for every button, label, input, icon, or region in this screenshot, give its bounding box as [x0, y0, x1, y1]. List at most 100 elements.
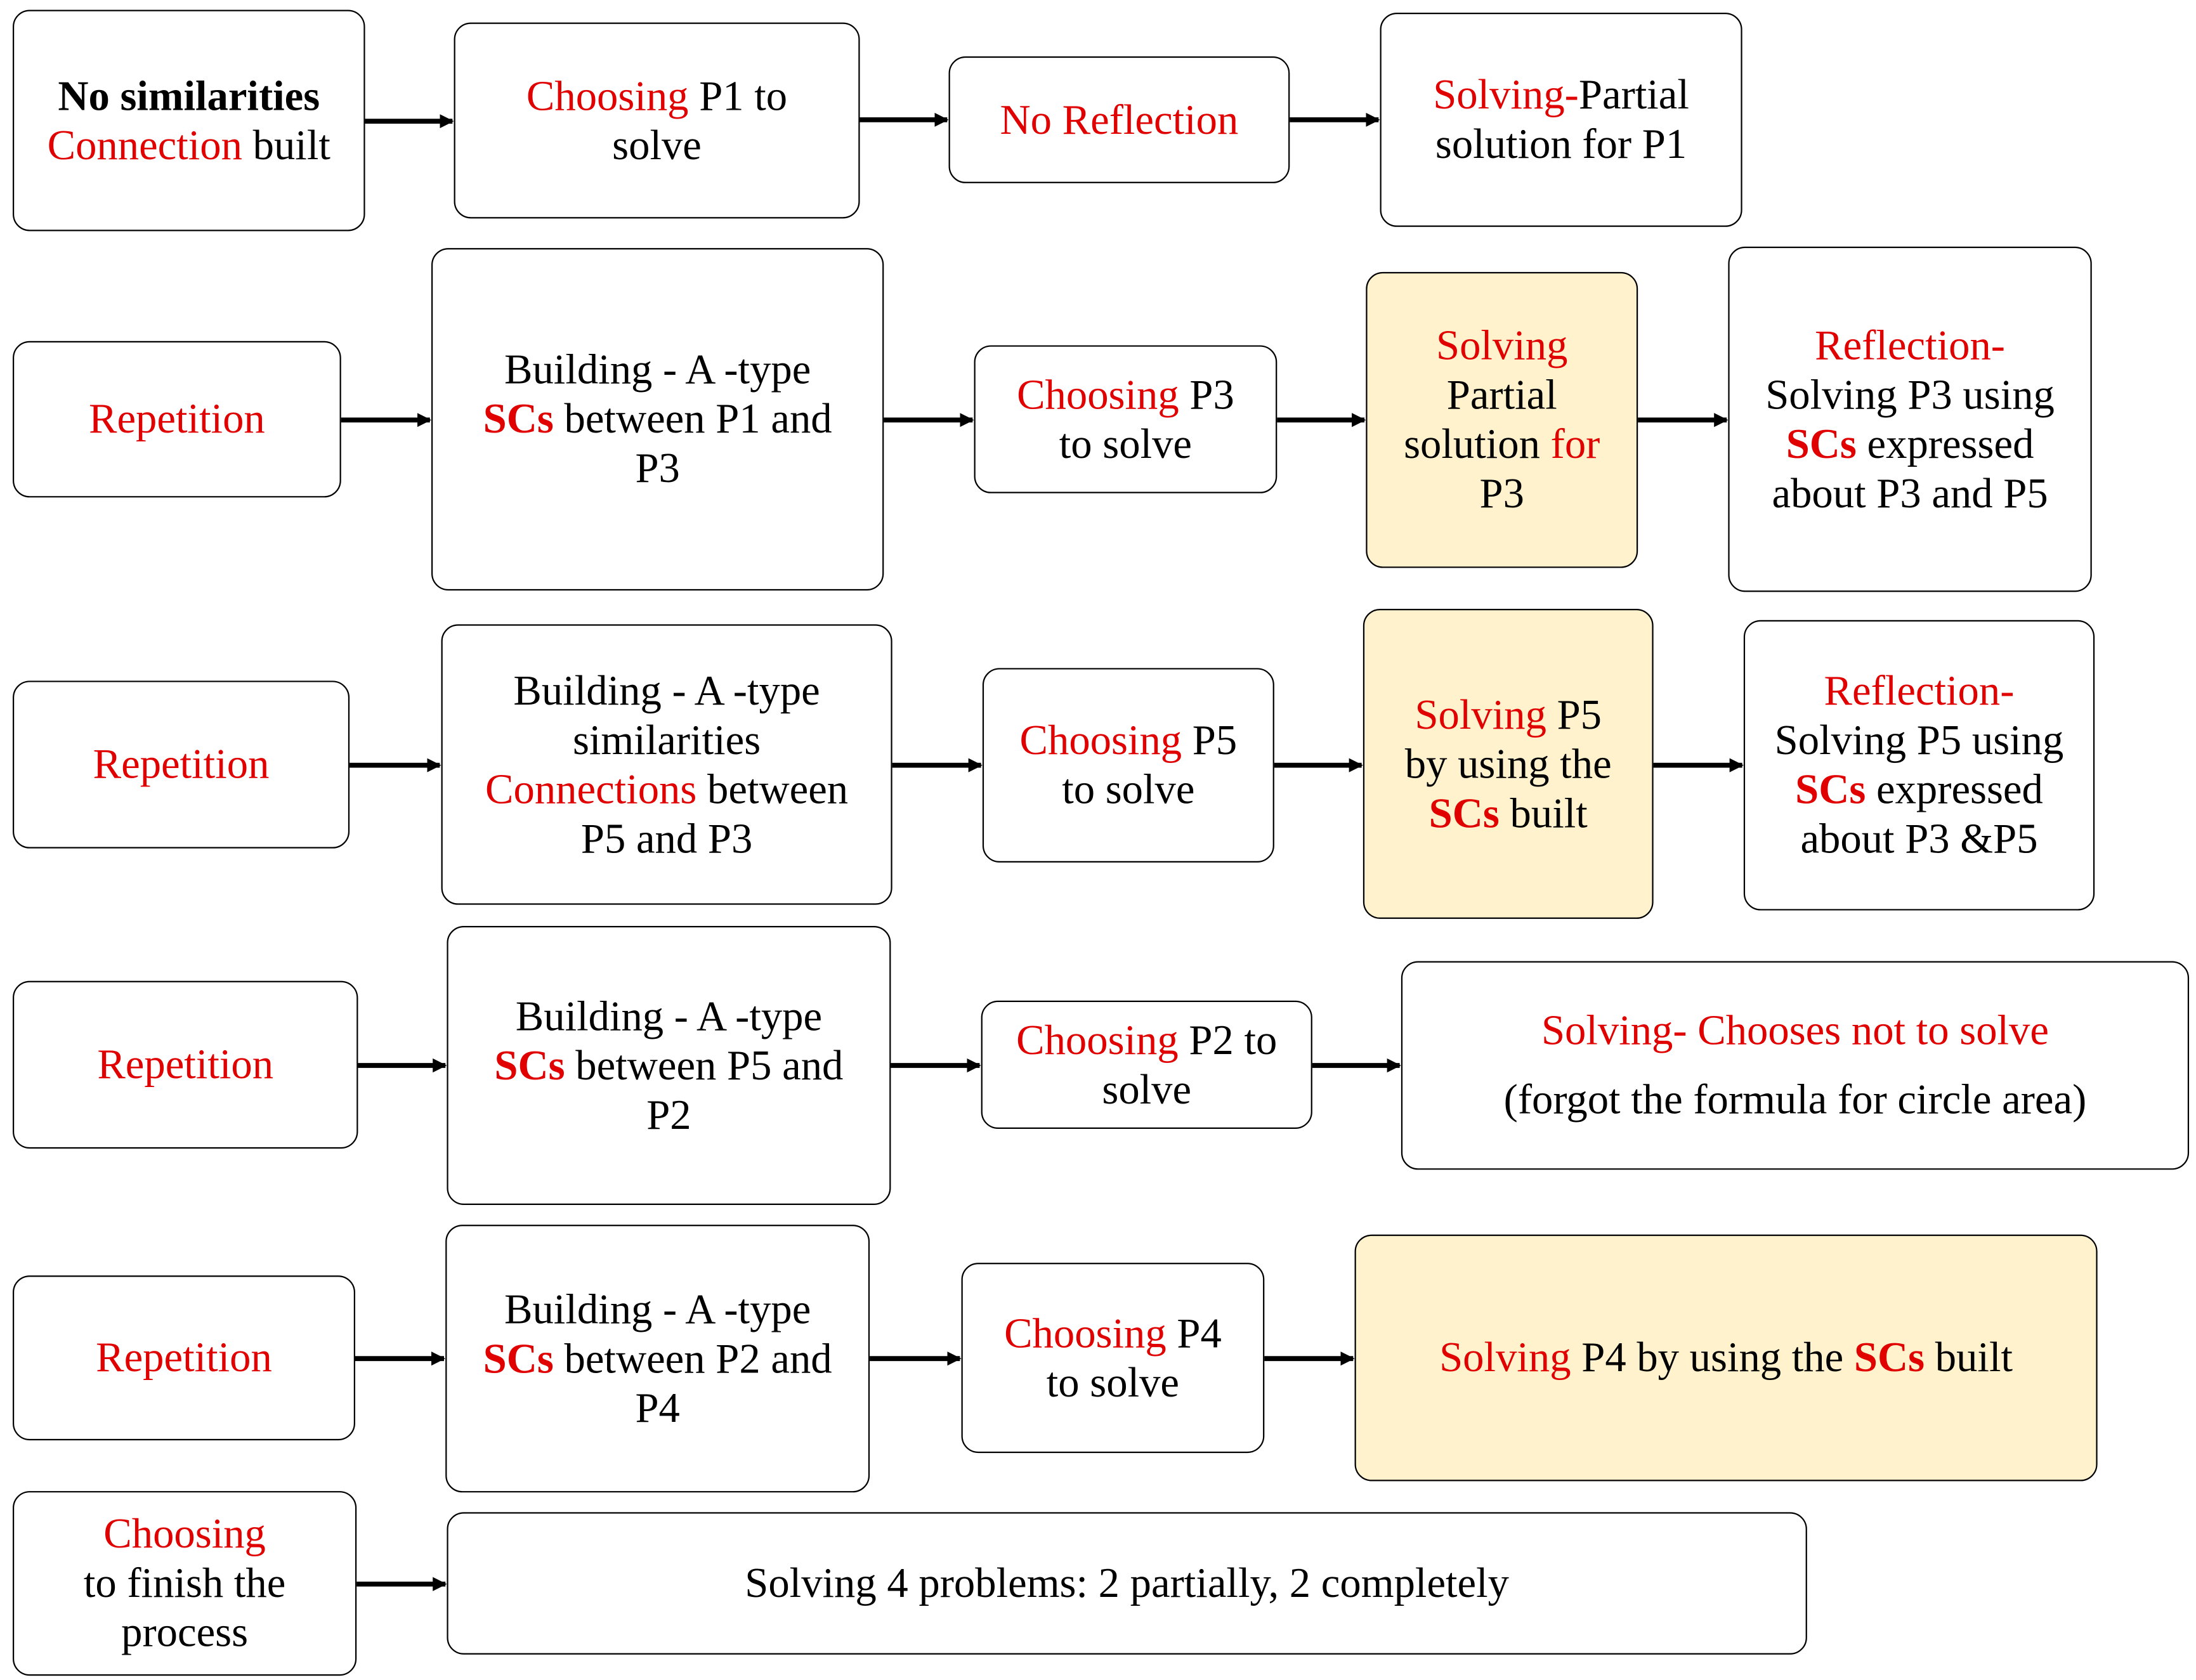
text-segment: SCs	[1428, 790, 1500, 837]
node-line: Solving-Partial	[1433, 70, 1689, 120]
text-segment: Reflection-	[1815, 322, 2006, 369]
text-segment: built	[242, 122, 330, 169]
node-r4n4: Solving- Chooses not to solve (forgot the…	[1401, 961, 2190, 1170]
text-segment: Partial	[1446, 372, 1557, 419]
text-segment: No Reflection	[1000, 96, 1239, 143]
text-segment: P4	[635, 1384, 680, 1431]
node-line: Choosing P3	[1017, 370, 1234, 419]
node-line: SCs expressed	[1795, 765, 2043, 815]
node-line: P4	[635, 1383, 679, 1433]
node-r5n4: Solving P4 by using the SCs built	[1354, 1234, 2098, 1481]
node-line: to finish the	[84, 1559, 286, 1608]
node-line: SCs between P1 and	[483, 394, 832, 444]
text-segment: to solve	[1062, 766, 1195, 814]
text-segment: between	[696, 765, 849, 813]
node-line: P3	[635, 444, 679, 493]
text-segment: P4 by using the	[1571, 1334, 1854, 1381]
node-line: Solving P5 using	[1775, 716, 2064, 765]
node-line: Solving- Chooses not to solve	[1541, 1006, 2049, 1056]
text-segment: built	[1499, 790, 1588, 837]
text-segment: Solving 4 problems: 2 partially, 2 compl…	[745, 1560, 1510, 1607]
text-segment: about P3 &P5	[1800, 816, 2038, 863]
text-segment: Repetition	[96, 1334, 272, 1381]
text-segment: between P1 and	[553, 396, 832, 443]
text-segment: solution for P1	[1435, 121, 1687, 168]
node-line: (forgot the formula for circle area)	[1504, 1076, 2087, 1125]
text-segment: SCs	[1853, 1334, 1925, 1381]
text-segment: Repetition	[88, 396, 265, 443]
node-line: SCs expressed	[1786, 419, 2034, 469]
text-segment: SCs	[483, 396, 554, 443]
node-r5n1: Repetition	[12, 1275, 355, 1441]
text-segment: solve	[612, 122, 702, 169]
text-segment: to solve	[1059, 420, 1193, 467]
text-segment: SCs	[483, 1335, 554, 1382]
node-line: Choosing P4	[1004, 1308, 1222, 1358]
node-line: to solve	[1047, 1358, 1179, 1407]
text-segment: process	[121, 1609, 249, 1657]
node-line: P5 and P3	[581, 814, 752, 863]
node-line: Repetition	[89, 394, 265, 444]
text-segment: Connections	[485, 765, 697, 813]
node-line: Building - A -type	[513, 666, 820, 715]
node-line: Solving P3 using	[1765, 370, 2055, 419]
text-segment: Building - A -type	[515, 993, 823, 1039]
text-segment: P3	[1179, 371, 1234, 418]
text-segment: P3	[1479, 471, 1524, 518]
node-line: Repetition	[93, 740, 270, 790]
text-segment: Choosing	[1017, 371, 1179, 418]
node-line: solution for	[1404, 420, 1600, 469]
text-segment: Solving	[1436, 322, 1568, 370]
text-segment: Solving-	[1433, 72, 1579, 119]
text-segment: similarities	[572, 716, 761, 764]
node-line: Choosing P5	[1020, 716, 1238, 765]
node-line: by using the	[1405, 739, 1612, 789]
text-segment: Building - A -type	[504, 1286, 811, 1333]
text-segment: for	[1550, 421, 1600, 468]
node-line: Building - A -type	[516, 991, 822, 1041]
node-line: Choosing	[103, 1509, 266, 1559]
node-line: No similarities	[58, 71, 320, 120]
node-line: SCs between P5 and	[494, 1041, 843, 1090]
text-segment: P5	[1182, 717, 1238, 764]
node-line: Connections between	[485, 765, 848, 814]
node-line: solution for P1	[1435, 120, 1687, 169]
text-segment: between P5 and	[565, 1042, 844, 1089]
text-segment: Choosing	[1016, 1017, 1179, 1064]
text-segment: by using the	[1404, 740, 1612, 788]
node-line: about P3 &P5	[1800, 814, 2037, 864]
text-segment: Building - A -type	[513, 667, 820, 714]
node-line: SCs between P2 and	[483, 1334, 832, 1383]
node-line: Solving	[1436, 322, 1567, 371]
text-segment: about P3 and P5	[1772, 470, 2048, 517]
text-segment: expressed	[1856, 420, 2034, 467]
node-line: No Reflection	[1000, 95, 1239, 145]
node-line: P3	[1480, 469, 1524, 519]
text-segment: P2 to	[1178, 1017, 1278, 1064]
text-segment: P1 to	[688, 72, 788, 119]
node-line: Solving P5	[1415, 690, 1602, 739]
text-segment: Choosing	[1019, 717, 1182, 764]
text-segment: P5 and P3	[580, 815, 753, 862]
text-segment: P2	[646, 1091, 691, 1138]
text-segment: (forgot the formula for circle area)	[1503, 1076, 2087, 1124]
text-segment: built	[1925, 1334, 2013, 1381]
text-segment: Solving	[1415, 691, 1546, 738]
node-line: P2	[646, 1090, 691, 1140]
text-segment: Repetition	[93, 741, 270, 788]
text-segment: Reflection-	[1824, 668, 2015, 715]
node-line: process	[121, 1608, 248, 1658]
node-line: Solving 4 problems: 2 partially, 2 compl…	[745, 1559, 1509, 1608]
node-line: Choosing P2 to	[1016, 1015, 1277, 1065]
text-segment: Choosing	[1004, 1310, 1167, 1357]
